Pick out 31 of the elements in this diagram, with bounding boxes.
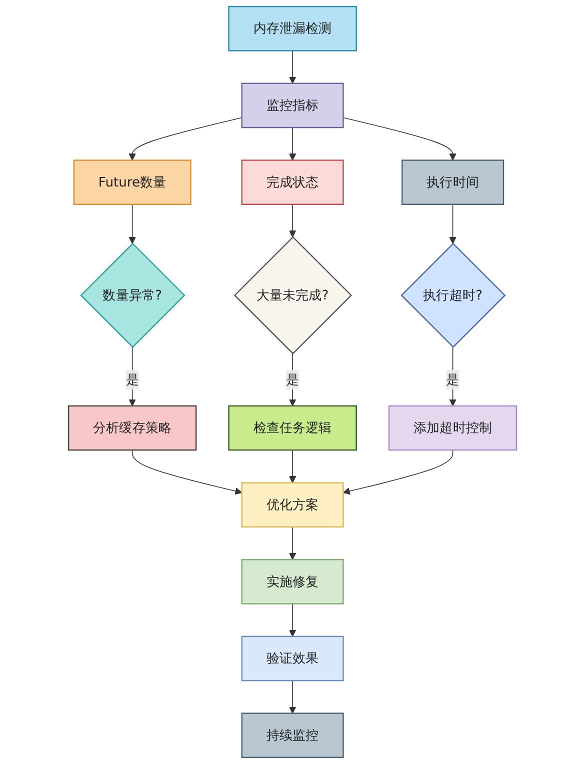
node-box: 监控指标 — [241, 82, 344, 128]
node-box: 执行时间 — [401, 160, 504, 205]
node-box: Future数量 — [73, 160, 192, 205]
arrow — [288, 450, 296, 484]
node-box: 实施修复 — [241, 558, 344, 604]
node-box: 验证效果 — [241, 636, 344, 682]
node-box: 持续监控 — [241, 712, 344, 758]
node-box: 优化方案 — [241, 482, 344, 528]
arrow — [288, 127, 296, 161]
edge-label: 是 — [126, 372, 139, 388]
node-box: 检查任务逻辑 — [228, 405, 357, 451]
node-box: 分析缓存策略 — [68, 405, 197, 451]
node-box: 内存泄漏检测 — [228, 6, 357, 52]
arrow — [288, 526, 296, 560]
node-box: 添加超时控制 — [388, 405, 518, 451]
arrow — [342, 117, 456, 161]
node-diamond: 大量未完成? — [234, 236, 352, 354]
arrow — [288, 204, 296, 238]
arrow — [288, 603, 296, 637]
edge-label: 是 — [446, 372, 460, 388]
node-box: 完成状态 — [241, 160, 344, 205]
node-diamond: 数量异常? — [80, 242, 186, 348]
arrow — [132, 450, 242, 495]
arrow — [128, 204, 136, 244]
arrow — [449, 204, 456, 244]
arrow — [288, 680, 296, 714]
arrow — [342, 450, 454, 495]
arrow — [128, 117, 242, 161]
edge-label: 是 — [286, 372, 300, 388]
arrow — [288, 50, 296, 84]
node-diamond: 执行超时? — [400, 242, 506, 348]
